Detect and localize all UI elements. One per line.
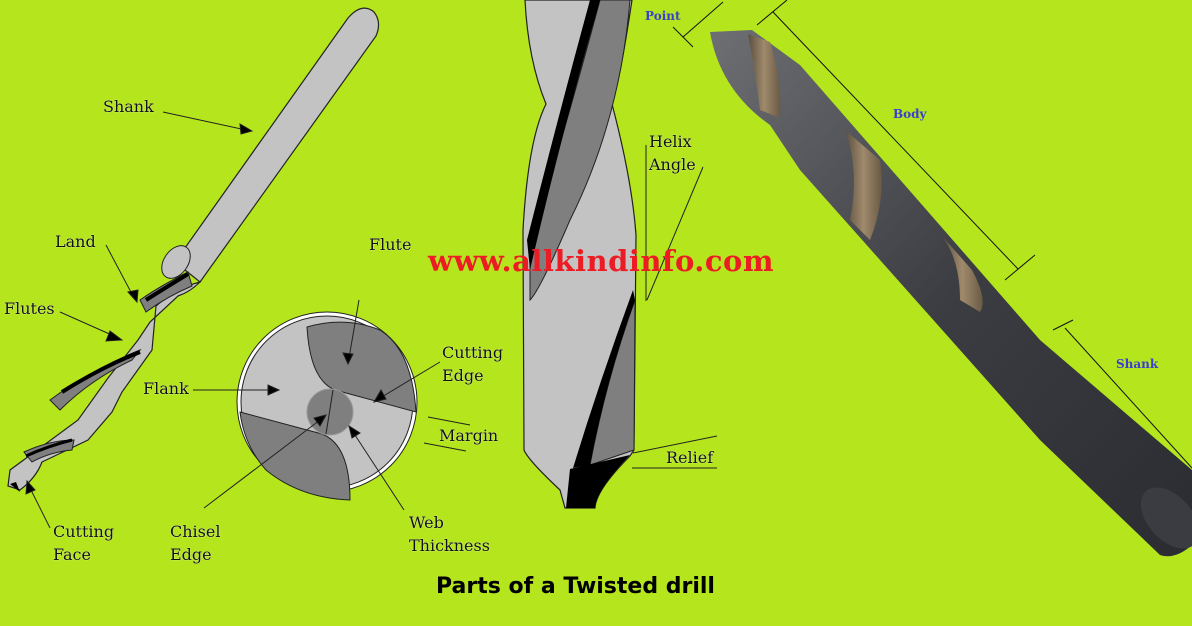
label-body: Body <box>893 107 927 121</box>
label-margin: Margin <box>439 426 499 445</box>
cross-section-leaders <box>193 299 471 511</box>
label-flute: Flute <box>369 235 412 254</box>
label-point: Point <box>645 9 681 23</box>
label-chisel-edge: Chisel Edge <box>170 522 221 564</box>
label-cutting-edge: Cutting Edge <box>442 343 504 385</box>
photo-drill-dimension-lines <box>672 0 1192 469</box>
label-cutting-face: Cutting Face <box>53 522 115 564</box>
cross-section-drawing <box>236 311 418 501</box>
center-drill-drawing <box>522 0 637 509</box>
label-shank: Shank <box>103 97 154 116</box>
label-web-thickness: Web Thickness <box>409 513 490 555</box>
diagram-caption: Parts of a Twisted drill <box>436 574 715 599</box>
watermark-url: www.allkindinfo.com <box>428 244 775 278</box>
label-flank: Flank <box>143 379 189 398</box>
label-photo-shank: Shank <box>1116 357 1159 371</box>
label-flutes: Flutes <box>4 299 55 318</box>
left-drill-leaders <box>25 111 254 529</box>
left-drill-drawing <box>7 7 380 492</box>
label-relief: Relief <box>666 448 714 467</box>
photo-drill <box>710 30 1192 557</box>
label-land: Land <box>55 232 96 251</box>
center-drill-leaders <box>632 145 718 469</box>
label-helix-angle: Helix Angle <box>649 132 696 174</box>
